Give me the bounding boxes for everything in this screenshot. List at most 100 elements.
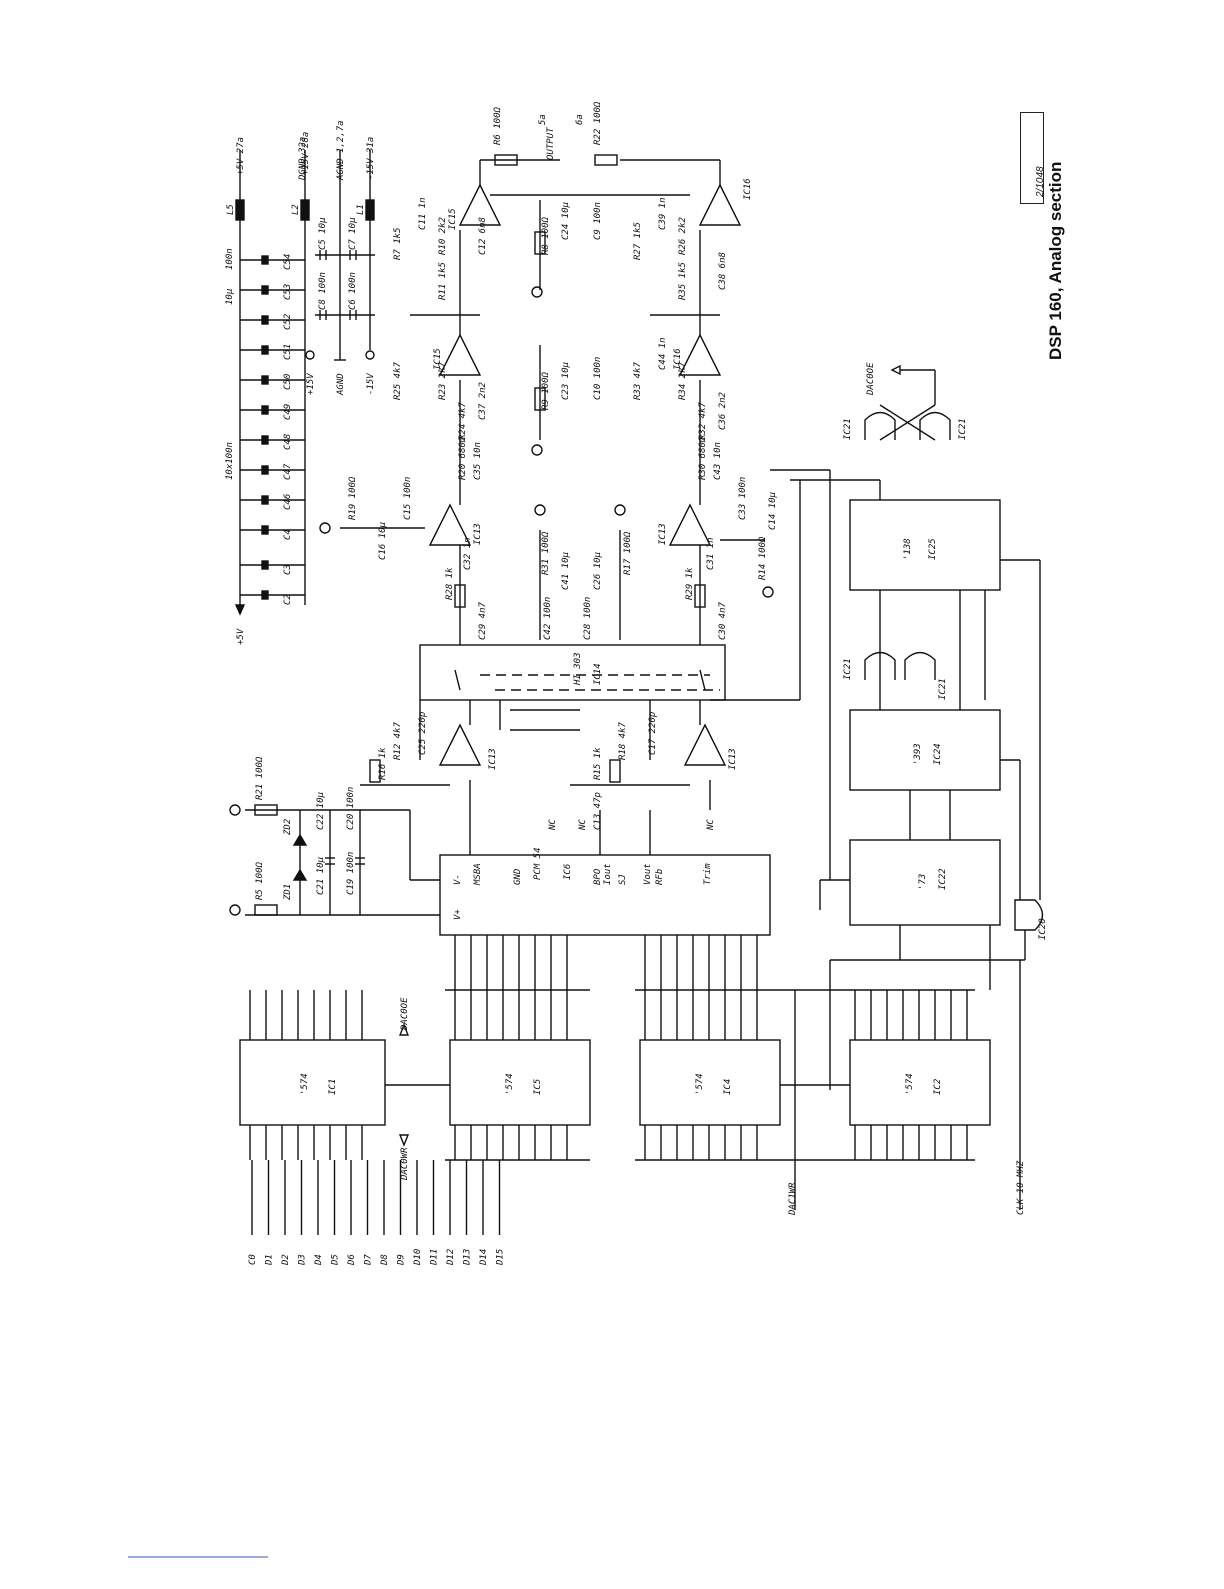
component-c16: C16 10µ (378, 521, 388, 560)
decoupling-cap (261, 405, 269, 415)
decoupling-cap-label: C48 (283, 434, 293, 450)
pcm54-vout: Vout (643, 863, 653, 885)
rail-agnd: AGND (336, 373, 346, 396)
ic22-part: '73 (918, 874, 928, 890)
decoupling-cap-label: C46 (283, 494, 293, 510)
component-c13: C13 47p (593, 792, 603, 830)
ic24-part: '393 (913, 743, 923, 765)
data-bit-label: D3 (298, 1254, 308, 1266)
drawing-reference-box: 2/1048 (1020, 112, 1046, 204)
component-r28: R28 1k (445, 567, 455, 600)
component-r33: R33 4k7 (633, 361, 643, 400)
pcm54-nc-a: NC (548, 819, 558, 831)
component-r6: R6 100Ω (493, 106, 503, 145)
inductor-l1: L1 (356, 204, 366, 215)
decoupling-cap (261, 285, 269, 295)
decoupling-cap (261, 465, 269, 475)
component-c43: C43 10n (713, 442, 723, 480)
decoupling-cap (261, 315, 269, 325)
latches (239, 935, 1021, 1235)
pcm54-rfb: RFb (655, 869, 665, 885)
component-c35: C35 10n (473, 442, 483, 480)
ic21-label-c: IC21 (843, 418, 853, 440)
component-r24: R24 4k7 (458, 401, 468, 440)
component-r18: R18 4k7 (618, 721, 628, 760)
ic6-part: PCM 54 (533, 847, 543, 880)
connector-32a: DGND 32a (298, 137, 308, 181)
logic-section (710, 364, 1044, 990)
ic2-ref: IC2 (933, 1079, 943, 1095)
component-c44: C44 1n (658, 337, 668, 370)
data-bit-label: D10 (413, 1249, 423, 1266)
ic13-stages (360, 700, 727, 786)
data-bit-label: C0 (248, 1254, 258, 1265)
data-bit-label: D9 (397, 1254, 407, 1266)
cap-group-label: 10x100n (225, 442, 235, 480)
signal-clk: CLK 10 MHZ (1016, 1160, 1026, 1215)
data-bit-label: D6 (347, 1254, 357, 1266)
component-c12: C12 6n8 (478, 217, 488, 255)
component-r26: R26 2k2 (678, 217, 688, 255)
rail-plus15: +15V (306, 373, 316, 395)
decoupling-cap (261, 560, 269, 570)
component-c30: C30 4n7 (718, 601, 728, 640)
component-c39: C39 1n (658, 197, 668, 230)
ic20-label: IC20 (1038, 918, 1048, 940)
ic6-ref: IC6 (563, 864, 573, 880)
decoupling-cap (261, 495, 269, 505)
decoupling-cap-label: C50 (283, 374, 293, 390)
decoupling-cap-label: C4 (283, 529, 293, 540)
component-r23: R23 2k7 (438, 361, 448, 400)
cap-c6: C6 100n (348, 272, 358, 310)
connector-6a: 6a (575, 114, 585, 125)
component-c11: C11 1n (418, 197, 428, 230)
page-title: DSP 160, Analog section (1046, 161, 1065, 360)
ic21-label-a: IC21 (843, 658, 853, 680)
component-c26: C26 10µ (593, 551, 603, 590)
component-r31: R31 100Ω (541, 531, 551, 575)
ic25-part: '138 (903, 538, 913, 560)
decoupling-cap-label: C47 (283, 463, 293, 480)
ic5-ref: IC5 (533, 1079, 543, 1095)
decoupling-cap (261, 375, 269, 385)
pcm54-iout: Iout (603, 863, 613, 885)
data-bit-label: D14 (479, 1249, 489, 1266)
decoupling-cap (261, 525, 269, 535)
component-c19: C19 100n (346, 852, 356, 895)
ic13-filter (319, 503, 774, 645)
component-r11: R11 1k5 (438, 262, 448, 300)
component-r29: R29 1k (685, 567, 695, 600)
data-bit-label: D8 (380, 1254, 390, 1266)
ic16-label-b: IC16 (743, 178, 753, 200)
component-c24: C24 10µ (561, 201, 571, 240)
data-bit-label: D2 (281, 1254, 291, 1266)
pcm54-nc-c: NC (706, 819, 716, 831)
pcm54-trim: Trim (703, 863, 713, 885)
data-bit-label: D13 (463, 1249, 473, 1266)
data-bit-label: D7 (364, 1254, 374, 1266)
component-zd2: ZD2 (283, 819, 293, 836)
ic4-part: '574 (695, 1073, 705, 1095)
component-r34: R34 2k7 (678, 361, 688, 400)
decoupling-cap-label: C2 (283, 594, 293, 605)
pcm54-bpo: BPO (593, 868, 603, 885)
component-r30: R30 680Ω (698, 436, 708, 480)
decoupling-cap (261, 590, 269, 600)
connector-27a: +5V 27a (236, 137, 246, 175)
ic21-label-d: IC21 (958, 418, 968, 440)
component-c29: C29 4n7 (478, 601, 488, 640)
component-r16: R16 1k (378, 747, 388, 780)
pcm54-sj: SJ (618, 874, 628, 885)
ic22-ref: IC22 (938, 868, 948, 890)
pcm54-msba: MSBA (473, 863, 483, 886)
component-zd1: ZD1 (283, 884, 293, 901)
signal-dac0wr: DAC0WR (400, 1147, 410, 1181)
component-r20: R20 680Ω (458, 436, 468, 480)
pcm54-gnd: GND (513, 869, 523, 885)
component-r5: R5 100Ω (255, 861, 265, 900)
component-r14: R14 100Ω (758, 536, 768, 580)
component-c32: C32 1n (463, 537, 473, 570)
component-c36: C36 2n2 (718, 392, 728, 430)
component-c25: C25 220p (418, 712, 428, 755)
